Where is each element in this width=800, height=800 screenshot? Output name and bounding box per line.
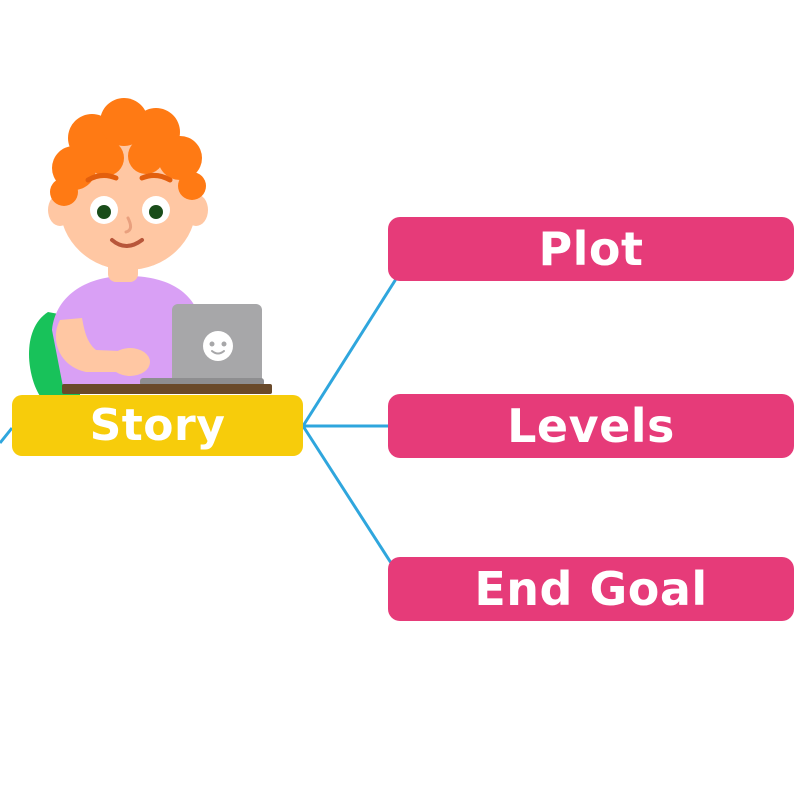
levels-node: Levels bbox=[388, 394, 794, 458]
connector-story-goal bbox=[301, 425, 395, 567]
left-pupil bbox=[97, 205, 111, 219]
end-goal-node: End Goal bbox=[388, 557, 794, 621]
smile bbox=[110, 238, 144, 248]
laptop-logo-icon bbox=[203, 331, 233, 361]
left-eyebrow bbox=[85, 172, 119, 183]
connector-incoming bbox=[0, 427, 14, 444]
levels-label: Levels bbox=[507, 399, 675, 453]
logo-eye-right bbox=[221, 341, 227, 347]
right-pupil bbox=[149, 205, 163, 219]
hand bbox=[110, 348, 150, 376]
story-label: Story bbox=[89, 400, 226, 451]
desk bbox=[62, 384, 272, 394]
plot-node: Plot bbox=[388, 217, 794, 281]
connector-story-plot bbox=[301, 278, 398, 427]
story-node: Story bbox=[12, 395, 303, 456]
hair bbox=[50, 98, 206, 206]
end-goal-label: End Goal bbox=[474, 562, 708, 616]
plot-label: Plot bbox=[538, 222, 644, 276]
logo-mouth bbox=[211, 350, 225, 355]
right-eyebrow bbox=[139, 172, 173, 183]
child-at-laptop-illustration bbox=[29, 98, 272, 396]
nose bbox=[124, 216, 133, 234]
logo-eye-left bbox=[209, 341, 215, 347]
